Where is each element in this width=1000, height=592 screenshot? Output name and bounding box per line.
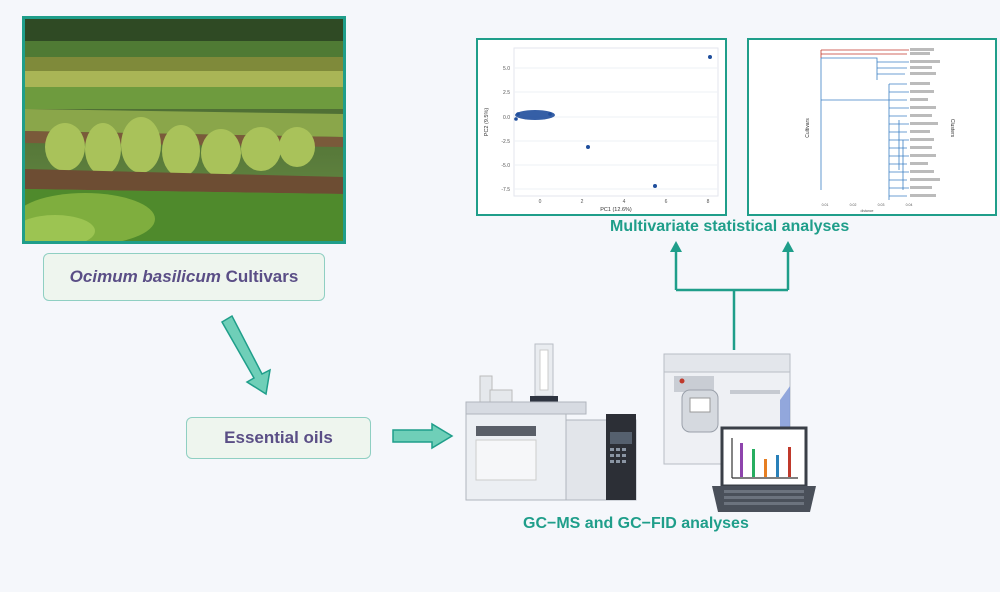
laptop-icon [712,426,816,512]
pca-xlabel: PC1 (12.6%) [600,207,632,213]
pca-xtick-3: 4 [623,199,626,205]
laptop-bar [788,447,791,477]
pca-ylabel: PC2 (9.5%) [484,108,490,137]
pca-xtick-2: 2 [581,199,584,205]
gc-fid-instrument [663,353,816,512]
connector-to-analyses [674,248,790,350]
basil-field-photo [22,16,346,244]
dendro-tick-3: 0.03 [878,203,885,207]
dendro-tick-2: 0.02 [850,203,857,207]
laptop-bar [752,449,755,477]
gc-analyses-title: GC−MS and GC−FID analyses [523,515,749,532]
pca-ytick-1: 5.0 [503,66,510,72]
essential-oils-label: Essential oils [224,428,333,447]
arrow-to-gc [392,422,454,450]
basil-field-illustration [25,19,343,241]
dendro-branch-red [820,49,909,58]
pca-point [653,184,657,188]
pca-points [514,55,712,188]
pca-xtick-5: 8 [707,199,710,205]
dendro-leaf-labels [910,48,940,197]
dendro-left-label: Cultivars [805,118,811,138]
dendro-branches [820,57,909,200]
connector-arrowheads [670,241,794,252]
dendro-axis-label: distance [860,209,873,213]
pca-point [514,117,518,121]
pca-point [708,55,712,59]
dendrogram-panel: Cultivars Clusters 0.01 0.02 0.03 0.04 d… [747,38,997,216]
pca-ytick-5: -5.0 [501,163,510,169]
pca-ytick-4: -2.5 [501,139,510,145]
dendro-tick-4: 0.04 [906,203,913,207]
pca-ytick-3: 0.0 [503,115,510,121]
laptop-bar [740,443,743,477]
dendro-right-label: Clusters [949,119,955,138]
dendro-tick-1: 0.01 [822,203,829,207]
essential-oils-box: Essential oils [186,417,371,459]
species-name: Ocimum basilicum [69,267,221,286]
pca-point [548,112,552,116]
laptop-bar-chart [740,443,791,477]
pca-score-plot: 5.0 2.5 0.0 -2.5 -5.0 -7.5 0 2 4 6 8 PC1… [476,38,727,216]
pca-xtick-4: 6 [665,199,668,205]
laptop-bar [776,455,779,477]
pca-point-cluster [515,110,555,120]
cultivars-label-box: Ocimum basilicum Cultivars [43,253,325,301]
pca-ytick-2: 2.5 [503,90,510,96]
arrow-to-oils [220,314,271,396]
laptop-bar [764,459,767,477]
gc-ms-instrument [465,343,637,501]
pca-point [586,145,590,149]
pca-xtick-1: 0 [539,199,542,205]
pca-ytick-6: -7.5 [501,187,510,193]
multivariate-title: Multivariate statistical analyses [610,218,850,235]
pca-point [516,112,520,116]
cultivars-word: Cultivars [220,267,299,286]
